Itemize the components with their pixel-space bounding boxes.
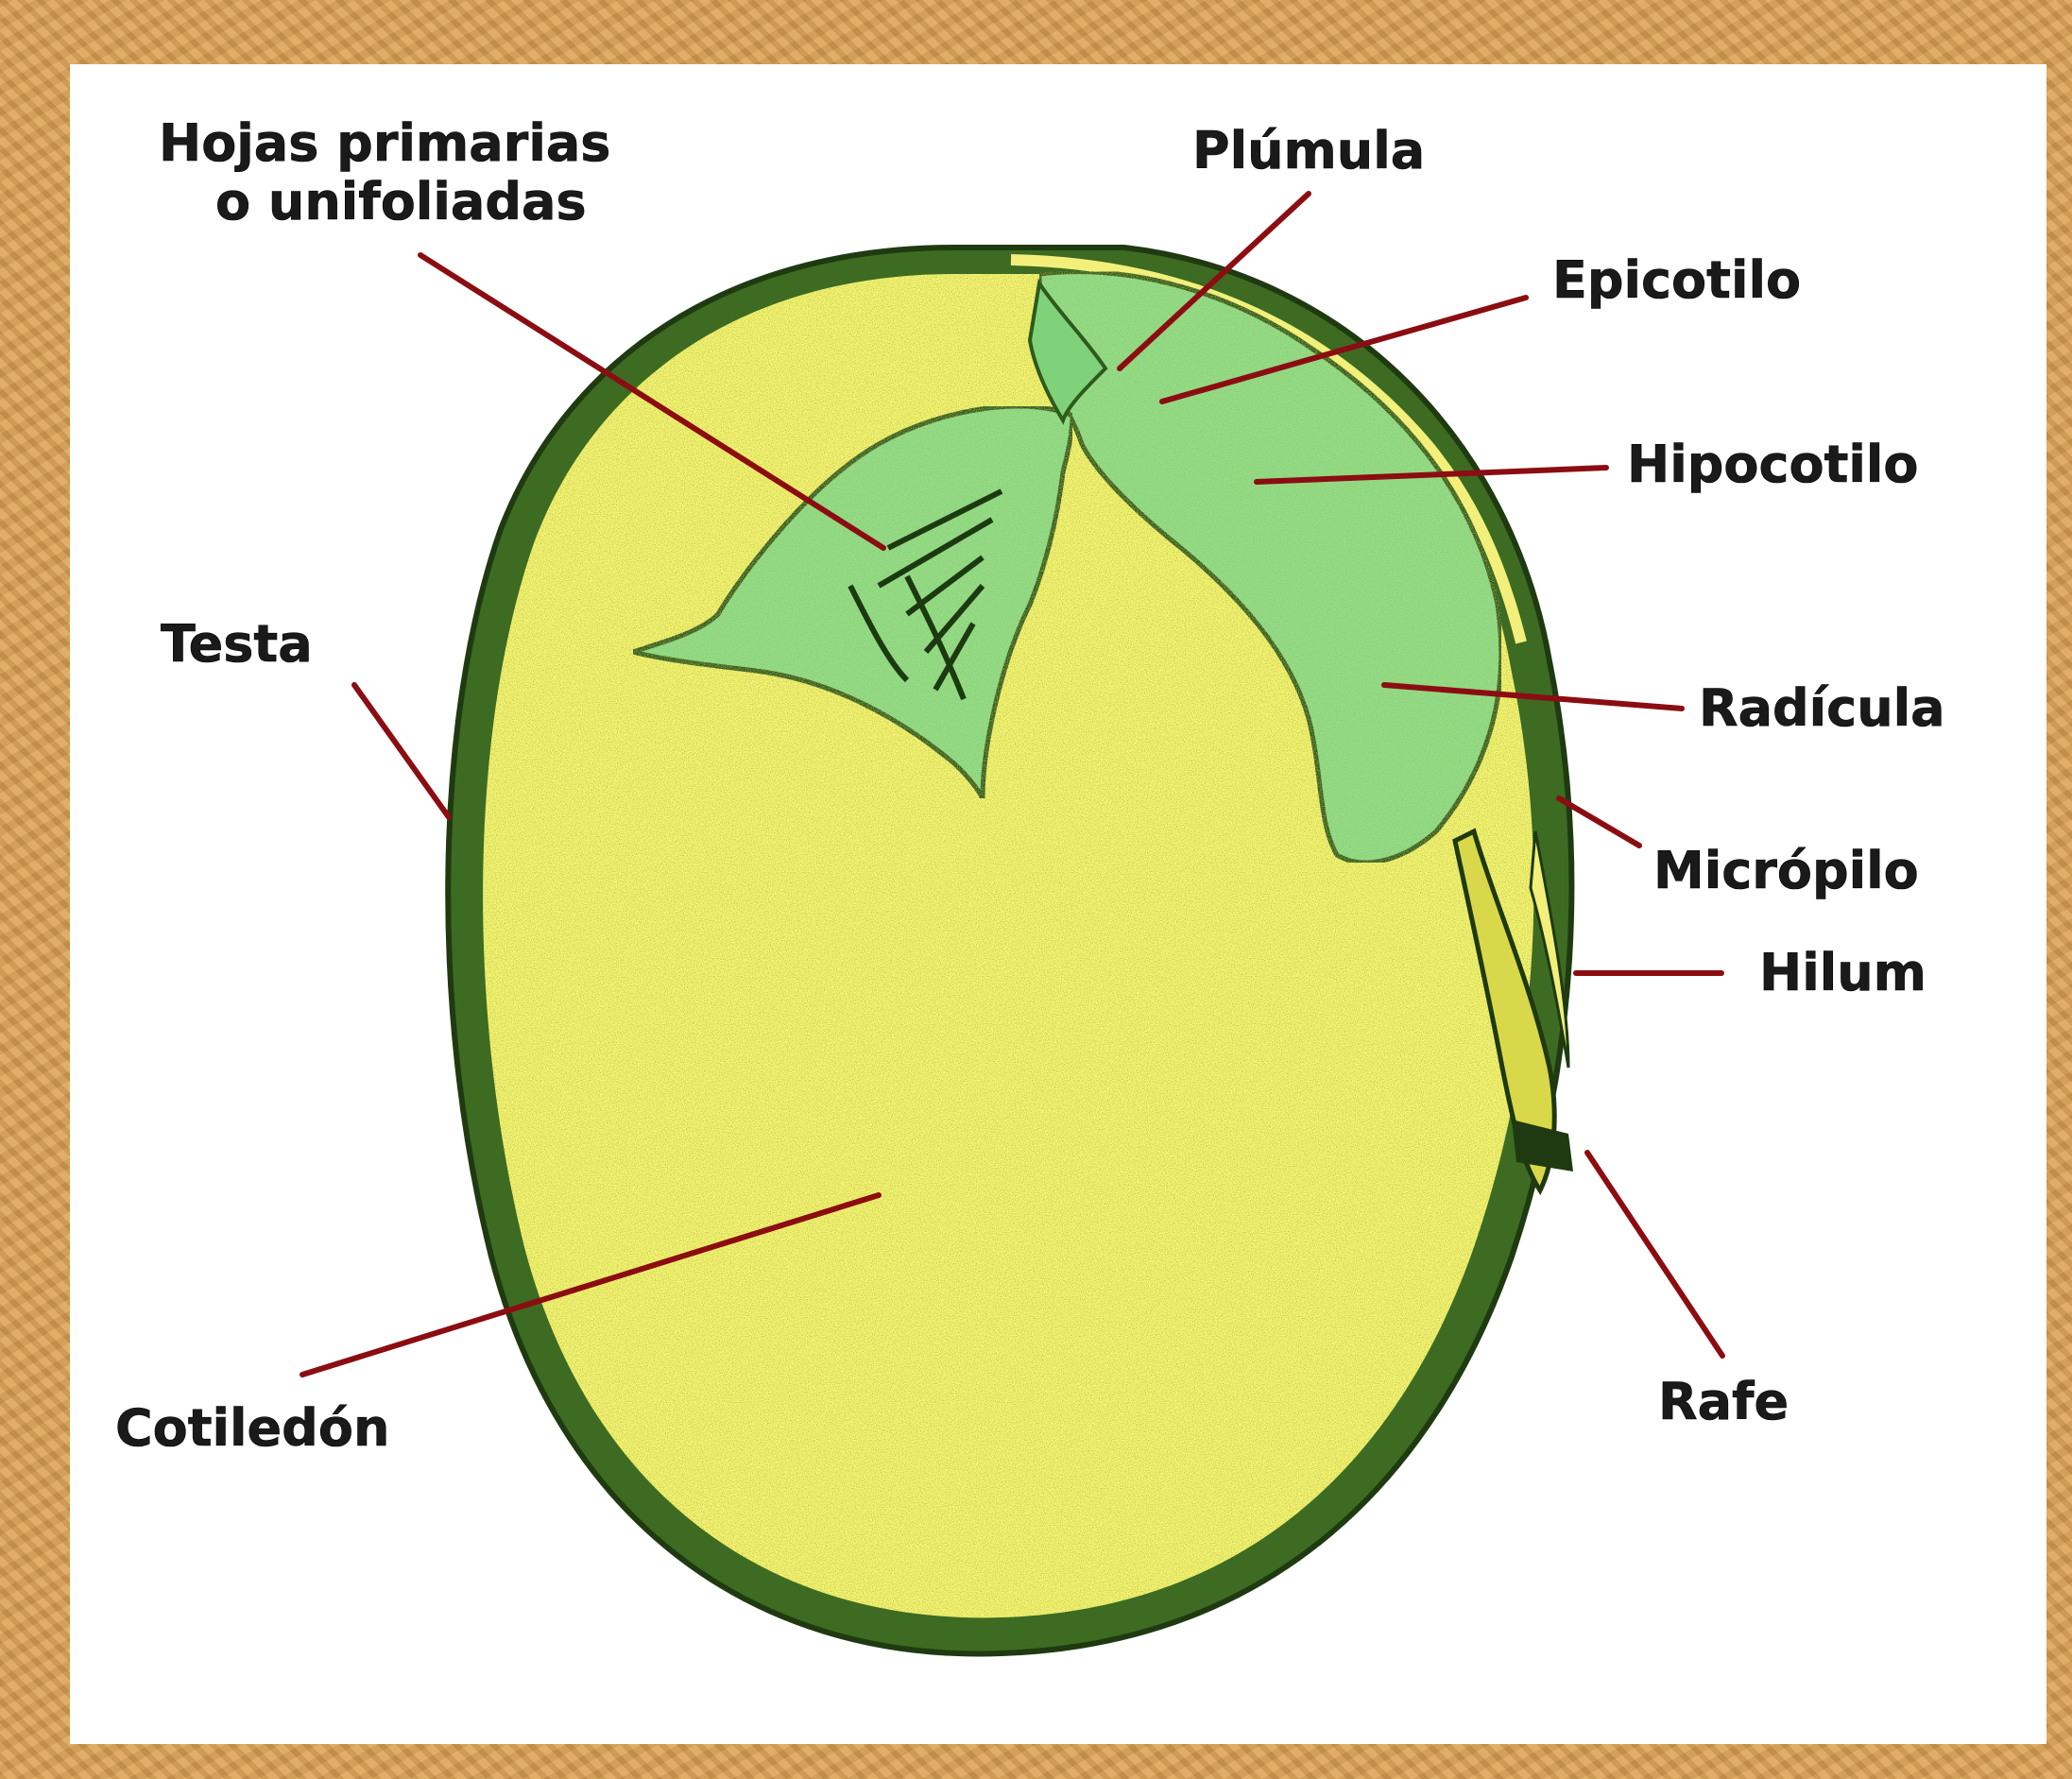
label-epicotilo: Epicotilo <box>1552 250 1801 310</box>
label-testa: Testa <box>161 614 313 674</box>
label-hilum: Hilum <box>1759 943 1926 1002</box>
label-radicula: Radícula <box>1699 678 1945 738</box>
label-plumula: Plúmula <box>1192 121 1425 180</box>
label-hojas-primarias-line1: Hojas primarias <box>159 113 610 173</box>
leader-rafe <box>1587 1153 1722 1356</box>
label-micropilo: Micrópilo <box>1653 841 1919 900</box>
label-hipocotilo: Hipocotilo <box>1627 435 1919 494</box>
label-rafe: Rafe <box>1658 1372 1789 1431</box>
label-cotiledon: Cotiledón <box>115 1398 389 1458</box>
leader-testa <box>354 685 449 817</box>
label-hojas-primarias-line2: o unifoliadas <box>215 172 587 231</box>
